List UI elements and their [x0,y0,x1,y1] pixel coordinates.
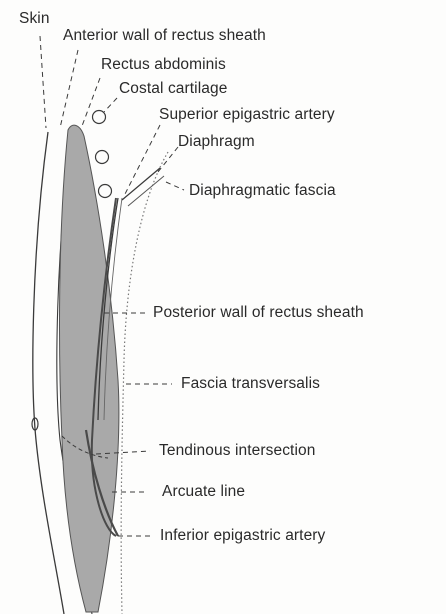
leader-rectus-abdominis [82,78,100,126]
rectus-abdominis-muscle [60,125,119,612]
leader-diaphragmatic-fascia [166,182,184,190]
label-arcuate-line: Arcuate line [162,484,245,500]
leader-skin [40,36,46,128]
leader-diaphragm [158,147,178,172]
skin-line [33,132,64,614]
leader-anterior-wall [60,50,78,128]
label-posterior-wall-of-rectus-sheath: Posterior wall of rectus sheath [153,305,364,321]
label-costal-cartilage: Costal cartilage [119,81,227,97]
leader-superior-epigastric [124,125,160,196]
label-rectus-abdominis: Rectus abdominis [101,57,226,73]
costal-cartilage-circle-1 [93,111,106,124]
leader-costal-cartilage [104,98,117,112]
costal-cartilage-circle-2 [96,151,109,164]
fascia-transversalis-line [121,152,168,614]
label-anterior-wall-of-rectus-sheath: Anterior wall of rectus sheath [63,28,266,44]
label-fascia-transversalis: Fascia transversalis [181,376,320,392]
label-diaphragm: Diaphragm [178,134,255,150]
label-tendinous-intersection: Tendinous intersection [159,443,315,459]
costal-cartilage-circle-3 [99,185,112,198]
label-skin: Skin [19,11,50,27]
label-inferior-epigastric-artery: Inferior epigastric artery [160,528,325,544]
label-superior-epigastric-artery: Superior epigastric artery [159,107,335,123]
label-diaphragmatic-fascia: Diaphragmatic fascia [189,183,336,199]
